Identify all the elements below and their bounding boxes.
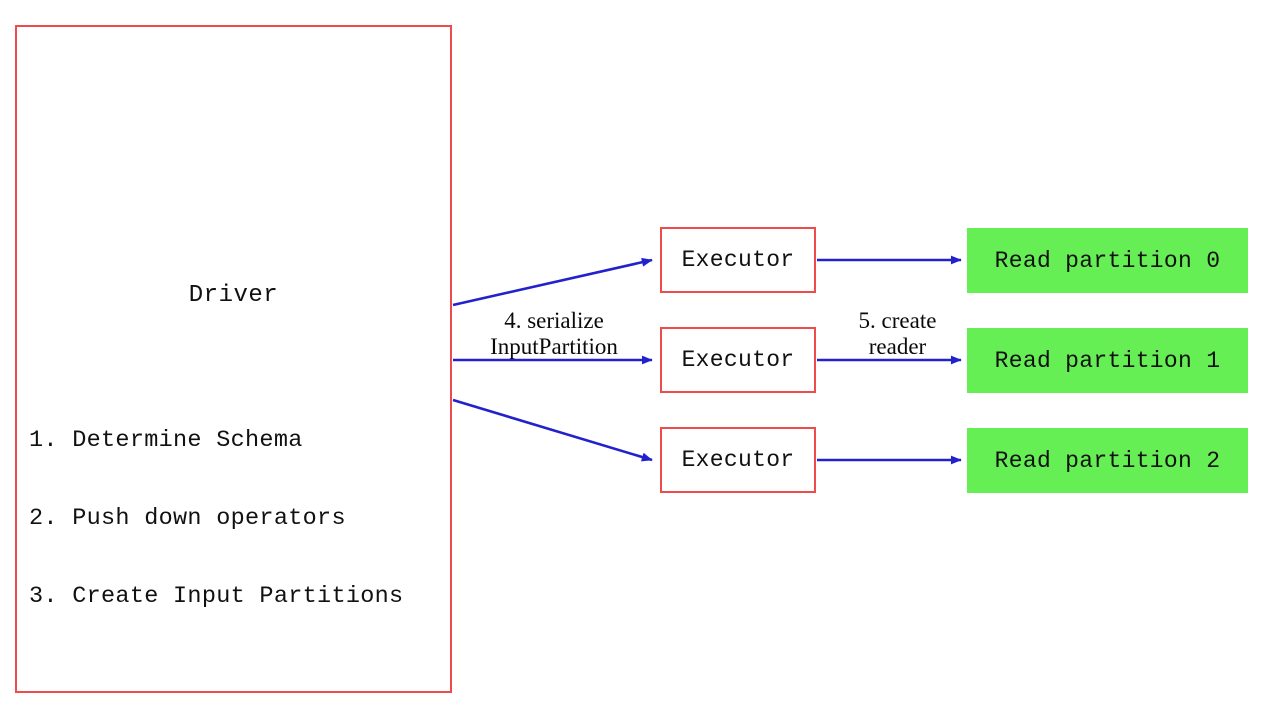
driver-step-3: 3. Create Input Partitions xyxy=(29,583,404,610)
edge-label-create-reader: 5. create reader xyxy=(830,308,965,360)
driver-step-1: 1. Determine Schema xyxy=(29,427,303,454)
edge-label-serialize-line2: InputPartition xyxy=(490,334,618,359)
driver-step-2: 2. Push down operators xyxy=(29,505,346,532)
driver-steps: 1. Determine Schema 2. Push down operato… xyxy=(29,376,403,662)
edge-label-serialize-line1: 4. serialize xyxy=(504,308,604,333)
arrow-driver-to-executor-3 xyxy=(452,398,653,462)
read-partition-box-2[interactable]: Read partition 2 xyxy=(967,428,1248,493)
read-partition-box-0[interactable]: Read partition 0 xyxy=(967,228,1248,293)
executor-box-1[interactable]: Executor xyxy=(660,227,816,293)
executor-box-3[interactable]: Executor xyxy=(660,427,816,493)
edge-label-create-reader-line2: reader xyxy=(868,334,927,359)
arrow-driver-to-executor-1 xyxy=(452,257,653,307)
read-partition-box-1[interactable]: Read partition 1 xyxy=(967,328,1248,393)
driver-box[interactable]: Driver 1. Determine Schema 2. Push down … xyxy=(15,25,452,693)
edge-label-serialize-input-partition: 4. serialize InputPartition xyxy=(469,308,639,360)
executor-box-2[interactable]: Executor xyxy=(660,327,816,393)
edge-label-create-reader-line1: 5. create xyxy=(858,308,937,333)
driver-title: Driver xyxy=(188,282,279,309)
